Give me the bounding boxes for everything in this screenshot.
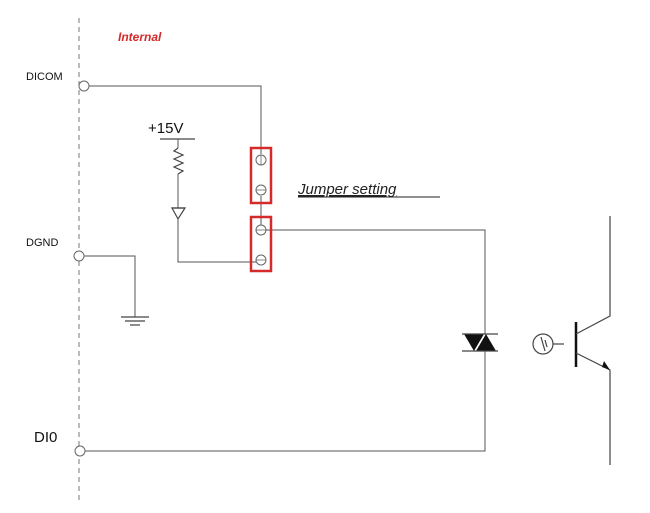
bidirectional-led-icon (462, 333, 498, 352)
led-to-di0-wire (84, 351, 486, 452)
dicom-wire (84, 85, 262, 154)
jumper-upper-box (249, 146, 273, 205)
dgnd-label: DGND (26, 237, 58, 249)
resistor-icon (172, 147, 185, 175)
jumper-setting-label: Jumper setting (297, 181, 397, 198)
dgnd-terminal-icon (73, 250, 85, 262)
dicom-terminal-icon (78, 80, 90, 92)
jumper-pin-icon (255, 224, 267, 236)
ground-icon (121, 316, 149, 326)
phototransistor-icon (532, 216, 611, 465)
diode-icon (170, 207, 187, 221)
di0-terminal-icon (74, 445, 86, 457)
jumper-lower-box (249, 215, 273, 273)
di0-label: DI0 (34, 429, 57, 446)
supply-label: +15V (148, 120, 183, 137)
diode-to-jumper-wire (177, 219, 261, 263)
jumper-to-led-wire (261, 229, 486, 334)
dgnd-wire (84, 255, 136, 317)
internal-label: Internal (118, 30, 162, 44)
jumper-pin-icon (255, 154, 267, 166)
jumper-pin-icon (255, 184, 267, 196)
jumper-pin-icon (255, 254, 267, 266)
dicom-label: DICOM (26, 71, 63, 83)
